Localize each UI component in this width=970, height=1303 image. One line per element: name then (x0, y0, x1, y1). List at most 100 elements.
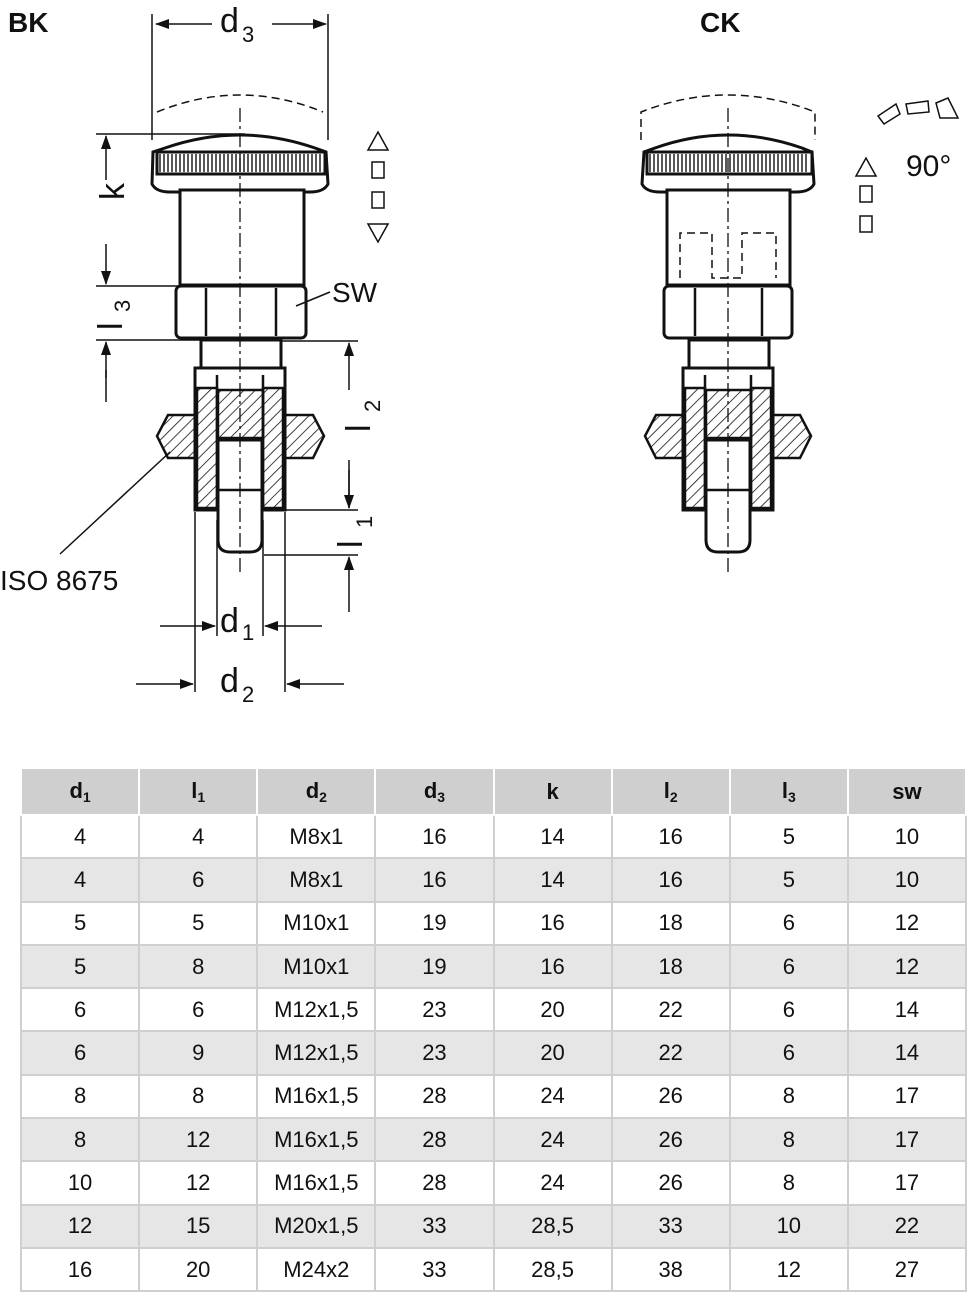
table-cell: 20 (138, 1246, 259, 1293)
table-cell: 6 (728, 900, 849, 946)
d1-sub: 1 (242, 620, 254, 645)
bk-body (178, 188, 306, 287)
table-cell: 24 (492, 1073, 613, 1120)
table-cell: 8 (728, 1160, 849, 1206)
table-cell: M8x1 (256, 857, 377, 903)
table-cell: 26 (610, 1117, 731, 1163)
ck-view: CK (640, 7, 960, 572)
column-header-label: l (663, 778, 670, 803)
bk-lock-nut (155, 413, 326, 460)
table-cell: 28 (374, 1160, 495, 1206)
column-header-label: d (69, 778, 83, 803)
column-header-subscript: 3 (787, 789, 796, 805)
table-cell: 8 (728, 1117, 849, 1163)
table-cell: 14 (492, 813, 613, 860)
table-cell: 33 (610, 1203, 731, 1249)
table-cell: 10 (728, 1203, 849, 1249)
table-cell: 14 (846, 987, 968, 1033)
table-cell: 6 (138, 857, 259, 903)
l3-sub: 3 (110, 300, 135, 312)
table-cell: 4 (138, 813, 259, 860)
table-cell: 6 (728, 943, 849, 990)
table-cell: 17 (846, 1160, 968, 1206)
table-cell: 28 (374, 1073, 495, 1120)
column-header-subscript: 1 (197, 789, 206, 805)
table-cell: 12 (846, 900, 968, 946)
table-cell: M10x1 (256, 943, 377, 990)
column-header-subscript: 1 (82, 789, 91, 805)
table-cell: 38 (610, 1246, 731, 1293)
table-cell: 10 (846, 857, 968, 903)
table-cell: 18 (610, 943, 731, 990)
table-cell: 19 (374, 943, 495, 990)
table-cell: 4 (19, 813, 141, 860)
table-cell: 6 (19, 987, 141, 1033)
table-cell: 6 (728, 1030, 849, 1076)
l3-label: l (92, 322, 130, 330)
table-cell: 12 (138, 1160, 259, 1206)
table-cell: 16 (492, 943, 613, 990)
table-cell: 22 (610, 1030, 731, 1076)
iso-callout: ISO 8675 (0, 451, 171, 596)
ck-title: CK (700, 7, 740, 38)
table-cell: 14 (846, 1030, 968, 1076)
table-cell: 10 (846, 813, 968, 860)
table-cell: 23 (374, 987, 495, 1033)
table-cell: 12 (19, 1203, 141, 1249)
d2-sub: 2 (242, 682, 254, 707)
ck-spring (704, 388, 753, 440)
d3-label: d (220, 2, 239, 40)
column-header-label: l (781, 778, 788, 803)
d2-label: d (220, 662, 239, 700)
table-cell: 26 (610, 1160, 731, 1206)
column-header-label: d (305, 778, 320, 803)
l3-dimension: l 3 (92, 300, 200, 402)
table-cell: 19 (374, 900, 495, 946)
table-cell: 14 (492, 857, 613, 903)
table-cell: 16 (610, 813, 731, 860)
table-cell: 23 (374, 1030, 495, 1076)
table-cell: 10 (19, 1160, 141, 1206)
table-cell: 20 (492, 1030, 613, 1076)
column-header: d2 (256, 767, 377, 816)
d3-dimension: d 3 (151, 2, 329, 140)
table-cell: 17 (846, 1117, 968, 1163)
technical-drawing: BK d 3 (0, 2, 960, 707)
d1-dimension: d 1 (160, 520, 322, 645)
column-header-subscript: 3 (437, 789, 446, 805)
table-cell: 33 (374, 1246, 495, 1293)
table-cell: 27 (846, 1246, 968, 1293)
table-cell: 8 (138, 1073, 259, 1120)
table-cell: 18 (610, 900, 731, 946)
column-header-subscript: 2 (319, 789, 327, 805)
table-cell: 16 (492, 900, 613, 946)
table-cell: 5 (728, 813, 849, 860)
table-cell: 28,5 (492, 1246, 613, 1293)
table-cell: M20x1,5 (256, 1203, 377, 1249)
l1-sub: 1 (352, 516, 377, 528)
column-header-label: k (546, 778, 559, 804)
column-header: l2 (610, 767, 731, 816)
table-cell: 5 (138, 900, 259, 946)
column-header: d3 (374, 767, 495, 816)
bk-view: BK d 3 (0, 2, 390, 707)
table-cell: 22 (610, 987, 731, 1033)
l2-sub: 2 (360, 400, 385, 412)
column-header: d1 (19, 767, 141, 816)
l2-label: l (340, 424, 378, 432)
rotate-90-icon: 90° (854, 97, 960, 233)
table-cell: 5 (19, 943, 141, 990)
table-cell: 28,5 (492, 1203, 613, 1249)
table-cell: 6 (19, 1030, 141, 1076)
table-cell: 16 (374, 813, 495, 860)
table-cell: 16 (610, 857, 731, 903)
column-header-label: l (191, 778, 198, 803)
